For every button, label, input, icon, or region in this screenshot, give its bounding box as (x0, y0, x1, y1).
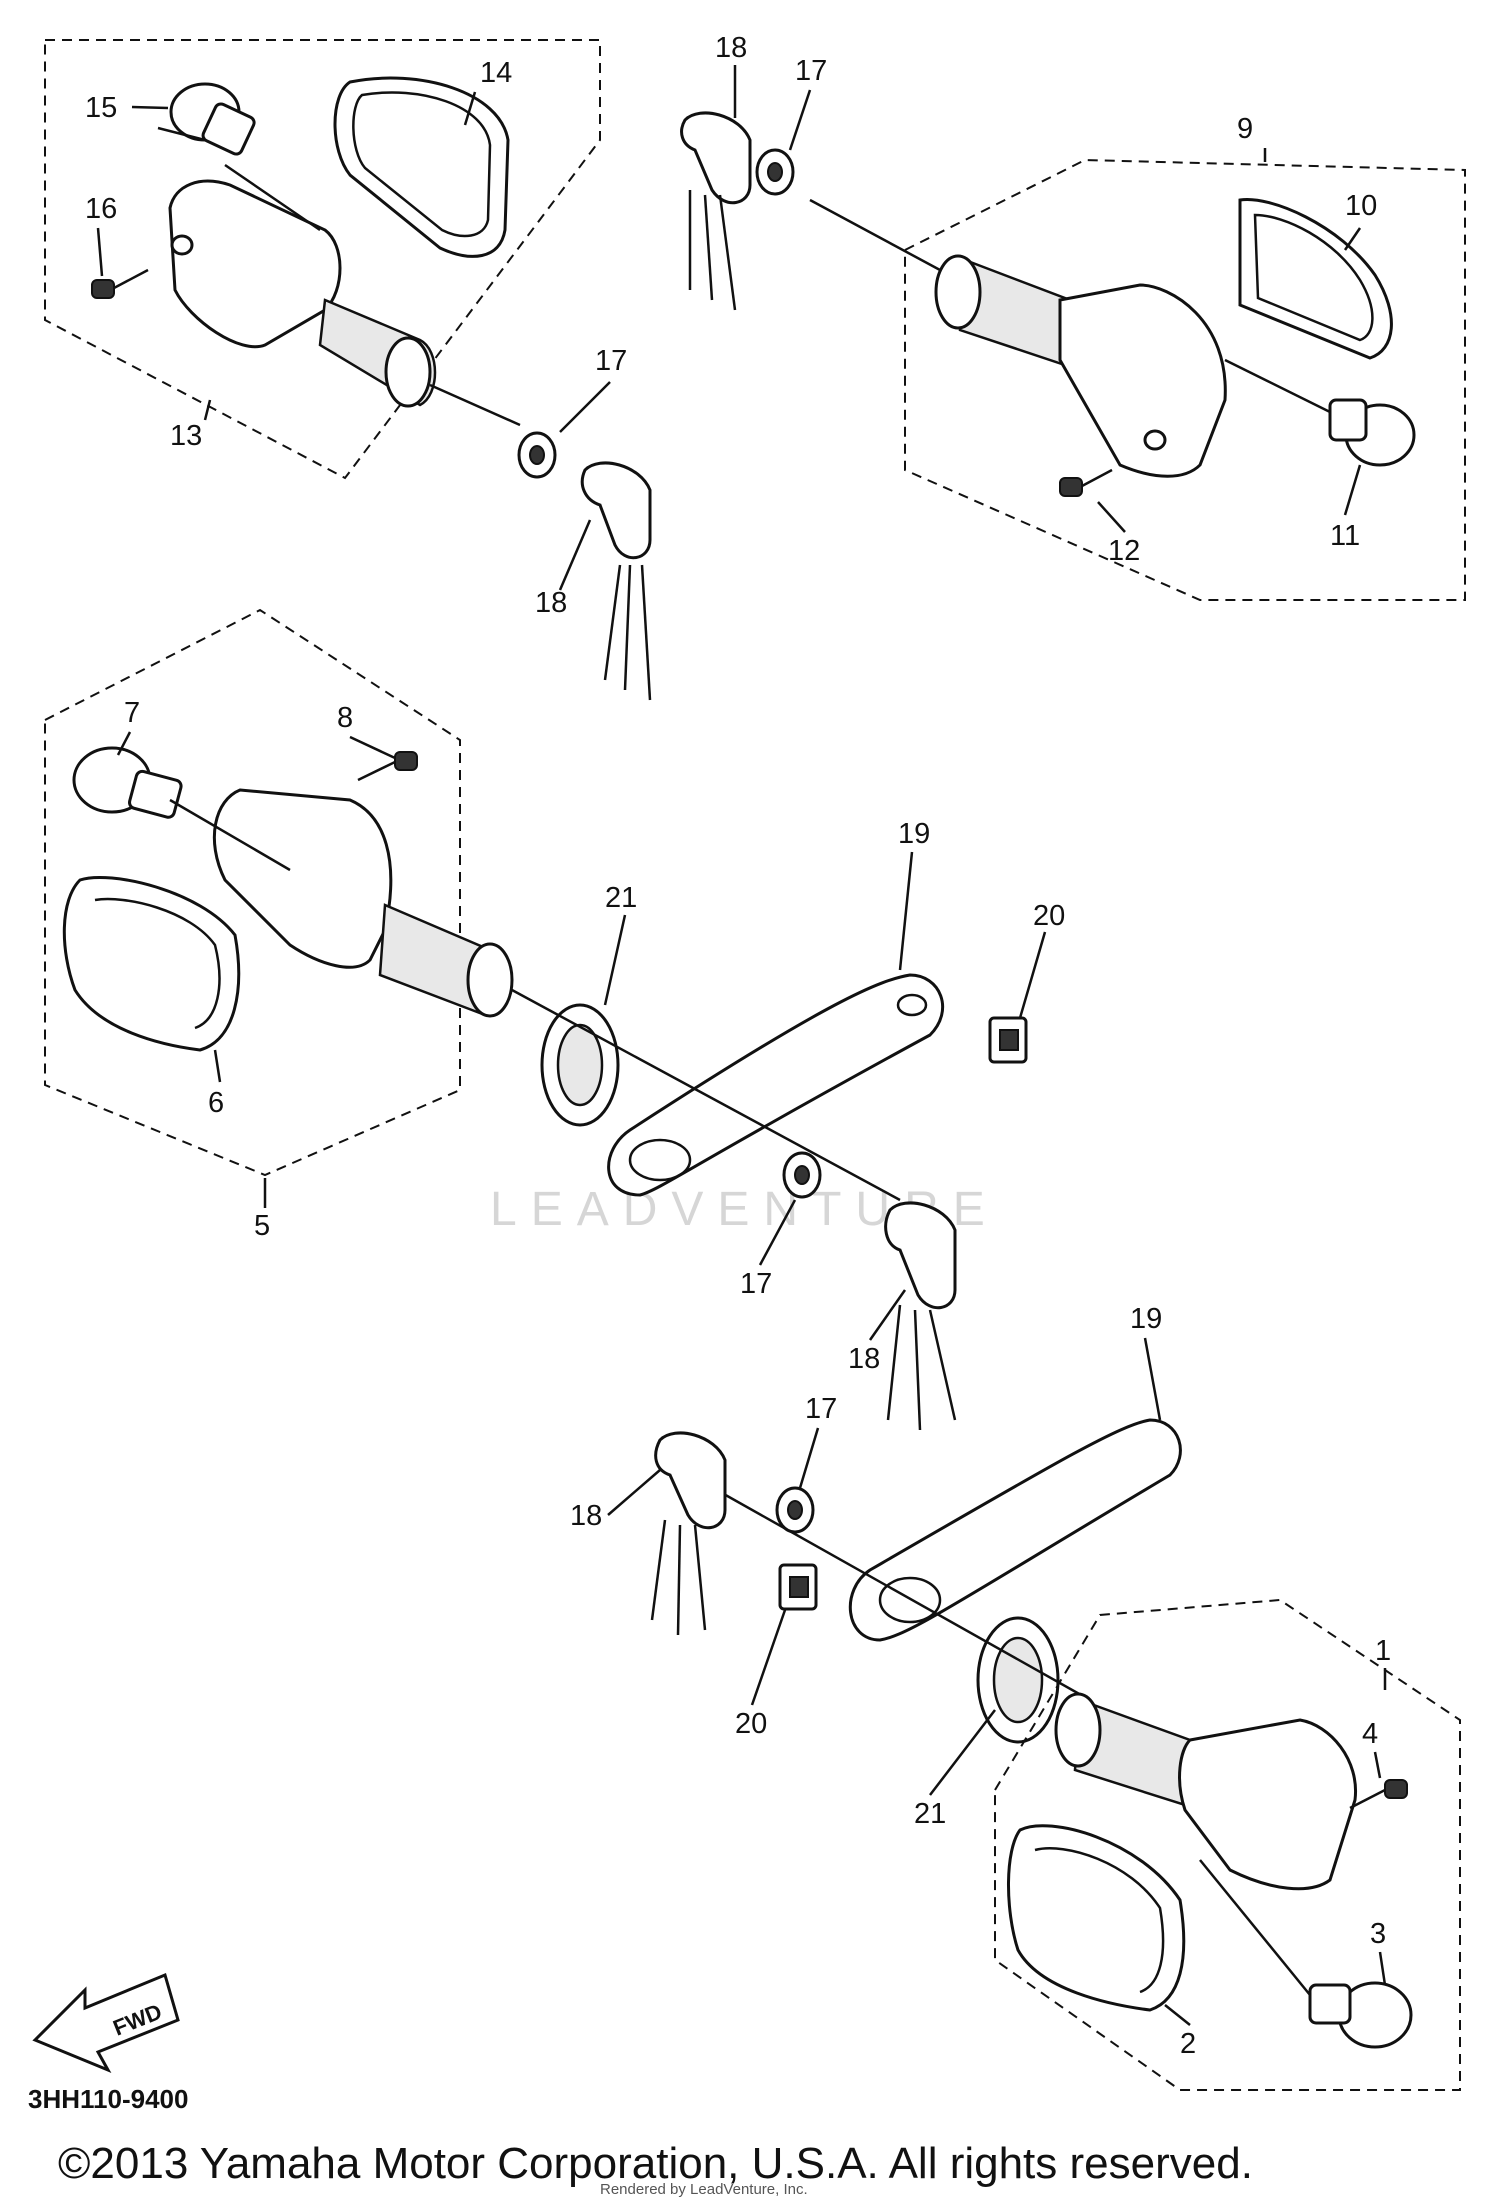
callout-18-a: 18 (535, 587, 567, 619)
bulb-3 (1308, 1981, 1413, 2049)
callout-17-a: 17 (595, 345, 627, 377)
callout-1: 1 (1375, 1635, 1391, 1667)
callouts: 1 2 3 4 5 6 7 8 9 10 11 12 13 14 15 16 1… (85, 32, 1391, 2060)
callout-12: 12 (1108, 535, 1140, 567)
callout-6: 6 (208, 1087, 224, 1119)
screw-8 (357, 751, 418, 782)
housing-13 (168, 179, 521, 427)
callout-19-b: 19 (1130, 1303, 1162, 1335)
part-code: 3HH110-9400 (28, 2084, 188, 2114)
callout-10: 10 (1345, 190, 1377, 222)
callout-17-c: 17 (740, 1268, 772, 1300)
callout-18-c: 18 (848, 1343, 880, 1375)
callout-3: 3 (1370, 1918, 1386, 1950)
callout-21-b: 21 (914, 1798, 946, 1830)
leader-lines (96, 65, 1387, 2026)
callout-15: 15 (85, 92, 117, 124)
rendered-by-note: Rendered by LeadVenture, Inc. (600, 2181, 808, 2198)
callout-17-d: 17 (805, 1393, 837, 1425)
grommet-17d (775, 1486, 815, 1534)
lens-6 (62, 876, 241, 1052)
callout-7: 7 (124, 697, 140, 729)
callout-11: 11 (1330, 520, 1360, 552)
bulb-11 (1328, 398, 1416, 467)
callout-17-b: 17 (795, 55, 827, 87)
grommet-21a (540, 1003, 620, 1127)
grommet-21b (976, 1616, 1060, 1744)
nut-clip-20b (778, 1563, 818, 1611)
copyright-notice: ©2013 Yamaha Motor Corporation, U.S.A. A… (58, 2139, 1253, 2188)
callout-14: 14 (480, 57, 512, 89)
turn-signal-assembly-13 (44, 39, 652, 701)
turn-signal-assembly-5 (44, 608, 514, 1177)
screw-12 (1059, 468, 1113, 497)
turn-signal-assembly-9 (680, 111, 1466, 601)
callout-18-d: 18 (570, 1500, 602, 1532)
lens-2 (1007, 1824, 1186, 2012)
wire-harness-a (511, 988, 901, 1202)
housing-5 (212, 788, 514, 1018)
forward-arrow-icon: FWD (32, 1972, 180, 2074)
housing-9 (934, 254, 1227, 478)
lens-10 (1238, 197, 1393, 360)
callout-20-a: 20 (1033, 900, 1065, 932)
grommet-17c (782, 1151, 822, 1199)
lens-14 (333, 76, 510, 258)
callout-9: 9 (1237, 113, 1253, 145)
screw-4 (1349, 1779, 1408, 1810)
wire-harness-b (689, 1473, 1091, 1702)
turn-signal-assembly-1 (994, 1598, 1461, 2091)
wire-connector-18a (580, 461, 652, 701)
screw-16 (91, 268, 149, 299)
grommet-17b (755, 148, 795, 196)
callout-16: 16 (85, 193, 117, 225)
callout-18-b: 18 (715, 32, 747, 64)
grommet-17a (517, 431, 557, 479)
callout-4: 4 (1362, 1718, 1378, 1750)
nut-clip-20a (988, 1016, 1028, 1064)
callout-2: 2 (1180, 2028, 1196, 2060)
callout-21-a: 21 (605, 882, 637, 914)
bulb-15 (169, 82, 256, 156)
callout-13: 13 (170, 420, 202, 452)
callout-5: 5 (254, 1210, 270, 1242)
wire-connector-18c (884, 1201, 957, 1431)
bulb-7 (72, 746, 183, 819)
callout-8: 8 (337, 702, 353, 734)
mount-bracket-19a (607, 973, 945, 1197)
callout-20-b: 20 (735, 1708, 767, 1740)
callout-19-a: 19 (898, 818, 930, 850)
housing-1 (1054, 1692, 1358, 1891)
wire-connector-18b (680, 111, 752, 311)
mount-bracket-19b (848, 1418, 1182, 1642)
wire-connector-18d (650, 1431, 727, 1636)
